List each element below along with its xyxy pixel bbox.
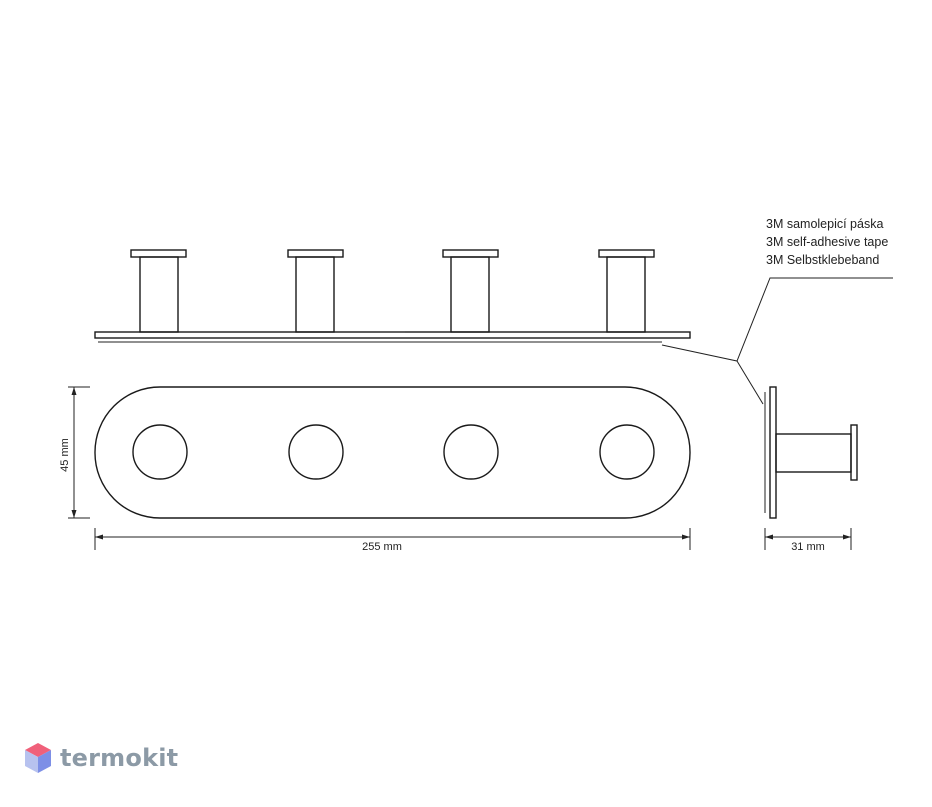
annotation-line-1: 3M samolepicí páska <box>766 217 883 231</box>
hook-top-2 <box>287 249 344 333</box>
front-view <box>94 386 691 519</box>
hook-circle-3 <box>443 424 499 480</box>
dimension-width: 255 mm <box>94 528 691 553</box>
brand-name: termokit <box>60 744 179 772</box>
leader-line-side <box>736 360 764 405</box>
leader-line <box>661 277 893 362</box>
side-cap <box>850 424 858 481</box>
annotation-line-3: 3M Selbstklebeband <box>766 253 879 267</box>
brand-watermark: termokit <box>24 742 178 774</box>
dimension-depth: 31 mm <box>764 528 852 553</box>
side-stem <box>775 433 852 473</box>
cube-logo-icon <box>25 743 51 773</box>
annotation-line-2: 3M self-adhesive tape <box>766 235 888 249</box>
tape-annotation: 3M samolepicí páska 3M self-adhesive tap… <box>661 217 893 405</box>
side-view <box>764 386 858 519</box>
base-plate-top <box>94 331 691 339</box>
side-plate <box>769 386 777 519</box>
front-plate <box>94 386 691 519</box>
hook-circle-1 <box>132 424 188 480</box>
hook-circle-2 <box>288 424 344 480</box>
dimension-height: 45 mm <box>59 386 90 519</box>
hooks-top-view <box>130 249 655 333</box>
depth-label: 31 mm <box>791 541 825 553</box>
hook-top-4 <box>598 249 655 333</box>
hook-top-1 <box>130 249 187 333</box>
hook-circle-4 <box>599 424 655 480</box>
top-view <box>94 249 691 343</box>
width-label: 255 mm <box>362 541 402 553</box>
height-label: 45 mm <box>59 438 71 472</box>
hook-top-3 <box>442 249 499 333</box>
